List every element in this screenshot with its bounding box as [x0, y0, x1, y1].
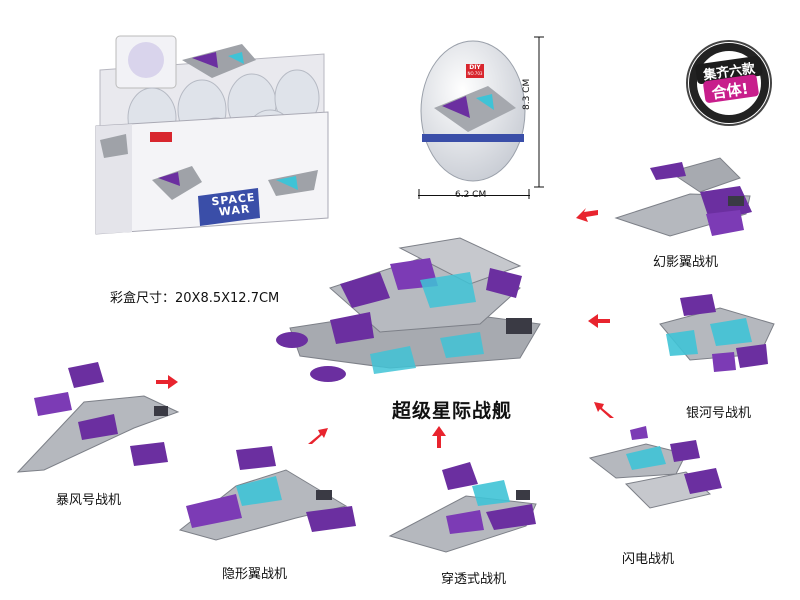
- combine-badge: 集齐六款 合体!: [686, 40, 772, 126]
- ship-lightning-image: [586, 424, 726, 524]
- egg-diy-tag: DIY: [469, 64, 481, 71]
- arrow-penetrating: [432, 426, 454, 448]
- egg-height-dimension: [534, 36, 544, 188]
- arrow-phantom-wing: [576, 208, 598, 222]
- egg-height-label: 8.3 CM: [522, 78, 532, 110]
- box-size-label: 彩盒尺寸：20X8.5X12.7CM: [110, 291, 280, 306]
- arrow-lightning: [594, 402, 616, 418]
- egg-capsule-image: DIY NO.703: [418, 36, 528, 182]
- ship-penetrating-image: [386, 456, 550, 560]
- ship-storm-image: [14, 362, 186, 474]
- egg-width-line: [418, 195, 530, 196]
- ship-galaxy-label: 银河号战机: [686, 406, 752, 421]
- super-ship-image: [270, 228, 566, 390]
- super-ship-title: 超级星际战舰: [392, 400, 513, 422]
- egg-diy-number: NO.703: [467, 71, 483, 76]
- arrow-storm: [156, 375, 178, 389]
- display-box-image: SPACE WAR: [92, 30, 332, 238]
- ship-penetrating-label: 穿透式战机: [441, 572, 507, 587]
- ship-phantom-wing-label: 幻影翼战机: [653, 255, 719, 270]
- ship-stealth-wing-image: [176, 446, 362, 542]
- egg-width-dimension: [418, 184, 530, 199]
- arrow-galaxy: [588, 314, 610, 328]
- arrow-stealth-wing: [306, 428, 328, 444]
- ship-lightning-label: 闪电战机: [622, 552, 675, 567]
- ship-phantom-wing-image: [610, 152, 760, 246]
- ship-galaxy-image: [650, 294, 780, 374]
- ship-stealth-wing-label: 隐形翼战机: [222, 567, 288, 582]
- ship-storm-label: 暴风号战机: [56, 493, 122, 508]
